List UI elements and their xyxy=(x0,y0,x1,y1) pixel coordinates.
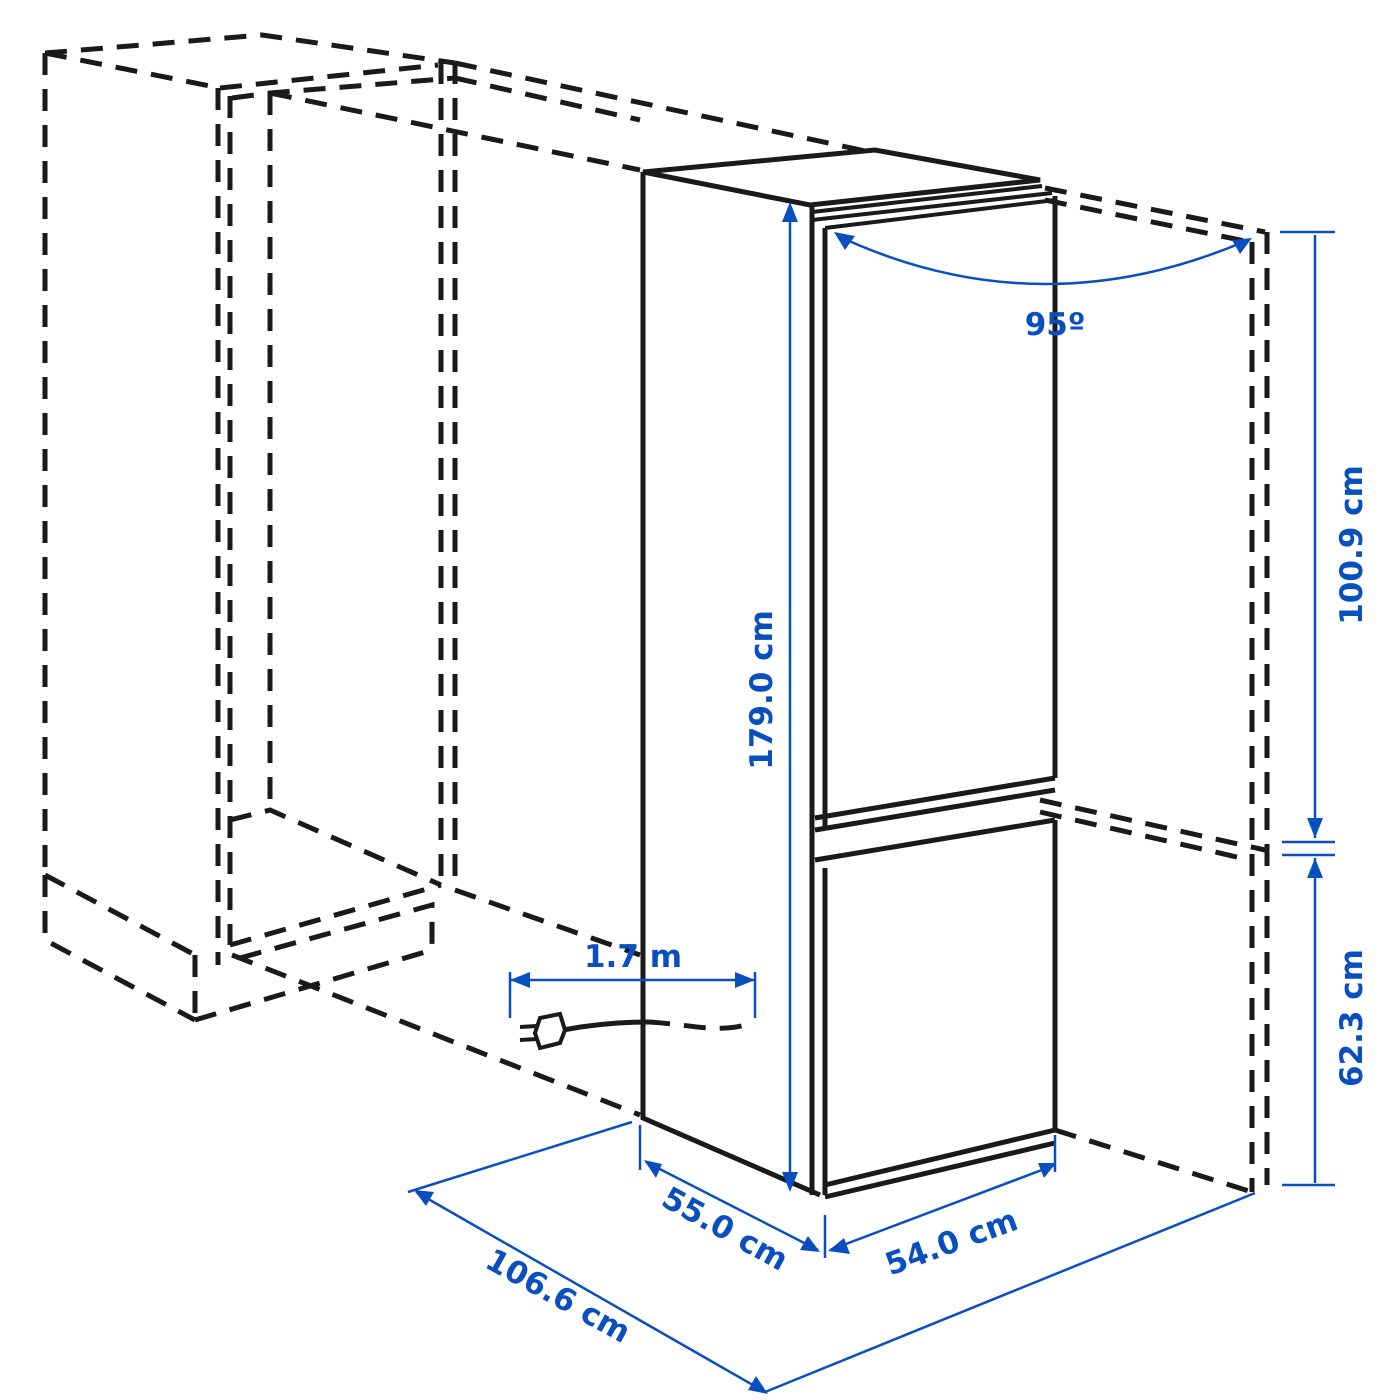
power-cord xyxy=(519,1011,756,1051)
fridge-body xyxy=(640,147,1058,1200)
label-total-height: 179.0 cm xyxy=(744,610,780,770)
label-width: 54.0 cm xyxy=(881,1202,1023,1283)
label-depth: 55.0 cm xyxy=(656,1180,794,1278)
label-door-open-depth: 106.6 cm xyxy=(479,1242,636,1351)
dimension-labels: 95º 179.0 cm 100.9 cm 62.3 cm 1.7 m 55.0… xyxy=(479,307,1370,1351)
side-panel-outline xyxy=(1039,185,1270,1195)
cabinet-outline xyxy=(42,32,871,1118)
dimension-lines xyxy=(407,202,1335,1394)
label-upper-door-height: 100.9 cm xyxy=(1334,465,1370,625)
label-door-angle: 95º xyxy=(1025,307,1086,343)
label-cord-length: 1.7 m xyxy=(584,939,682,975)
label-lower-door-height: 62.3 cm xyxy=(1334,949,1370,1087)
